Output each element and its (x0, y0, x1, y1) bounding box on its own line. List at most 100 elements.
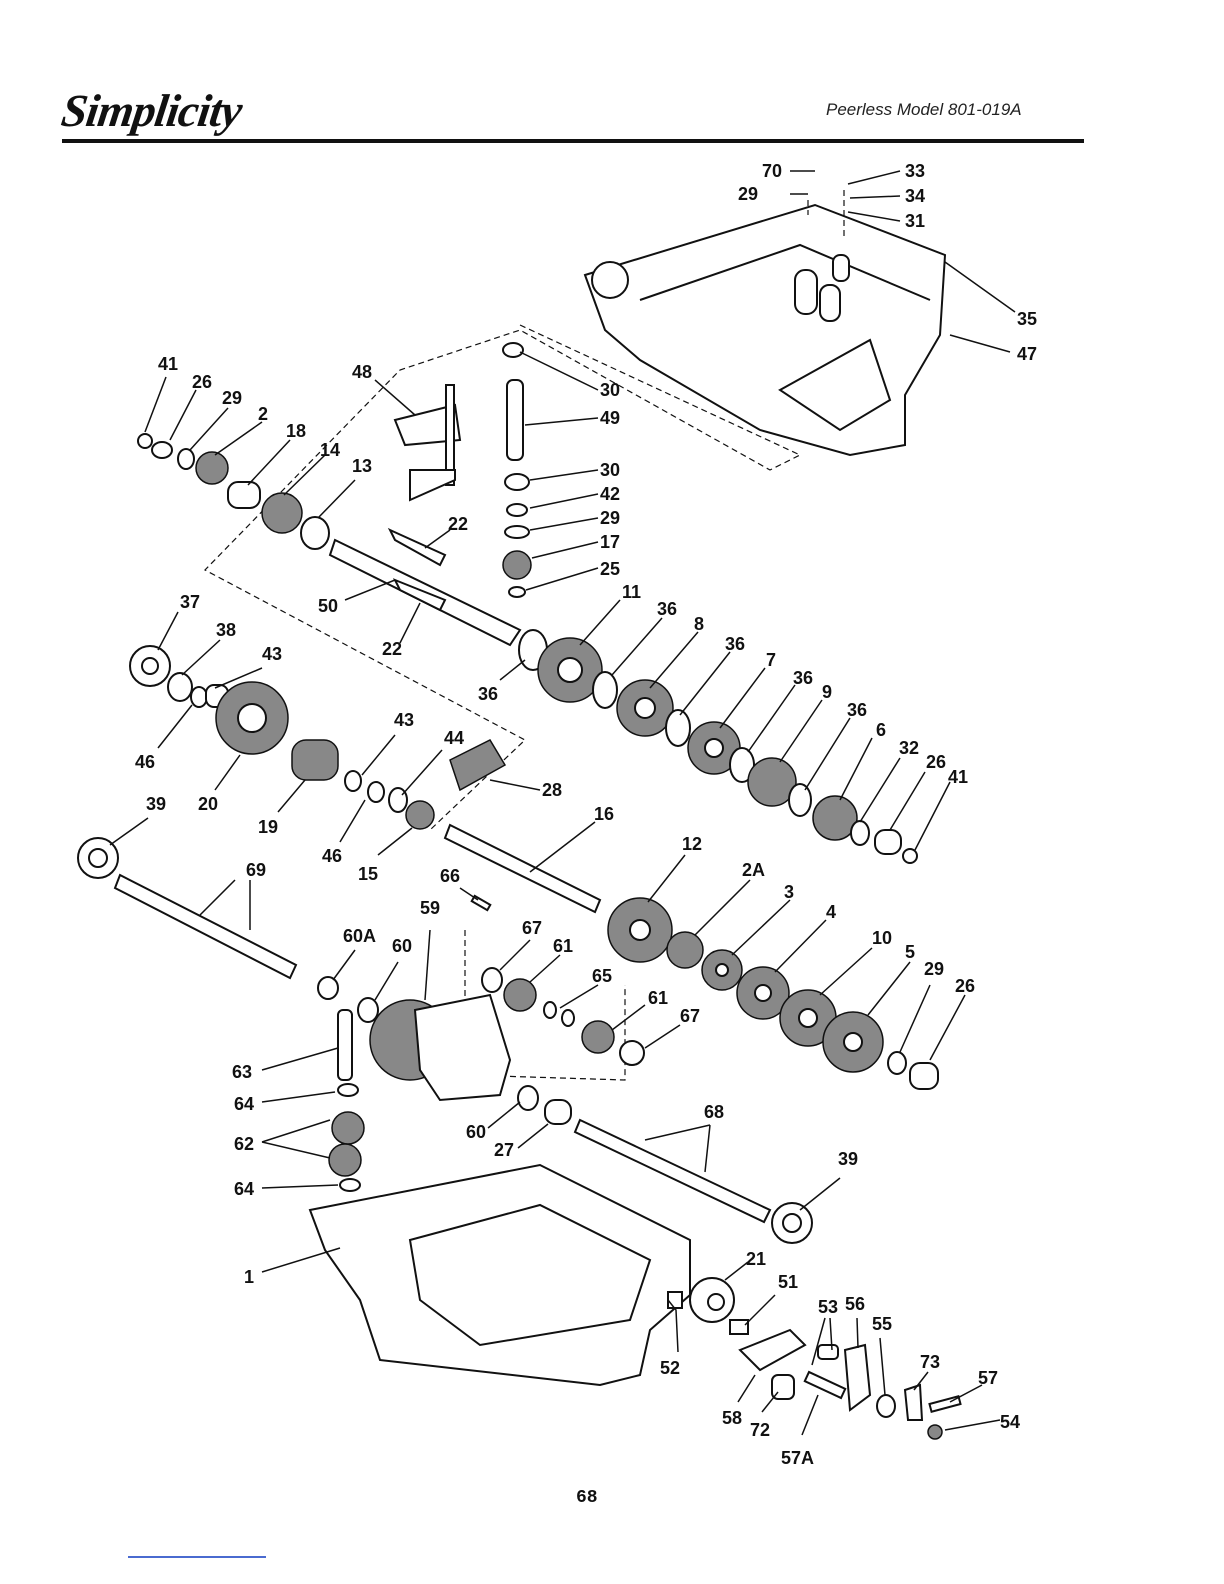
callout-2: 2 (258, 404, 268, 424)
callout-66: 66 (440, 866, 460, 886)
callout-28: 28 (542, 780, 562, 800)
callout-46: 46 (322, 846, 342, 866)
callout-12: 12 (682, 834, 702, 854)
header-rule (62, 139, 1084, 143)
gear-row-output (607, 897, 939, 1090)
callout-22: 22 (448, 514, 468, 534)
callout-25: 25 (600, 559, 620, 579)
callout-11: 11 (622, 582, 641, 602)
callout-37: 37 (180, 592, 200, 612)
callout-29: 29 (738, 184, 758, 204)
page-number: 68 (576, 1488, 598, 1508)
model-title: Peerless Model 801-019A (826, 100, 1022, 119)
callout-59: 59 (420, 898, 440, 918)
lower-housing (308, 1163, 691, 1387)
callout-31: 31 (905, 211, 925, 231)
callout-50: 50 (318, 596, 338, 616)
callout-61: 61 (648, 988, 668, 1008)
shaft-49 (506, 379, 524, 461)
callout-43: 43 (262, 644, 282, 664)
callout-2A: 2A (742, 860, 765, 880)
callout-46: 46 (135, 752, 155, 772)
callout-68: 68 (704, 1102, 724, 1122)
callout-39: 39 (146, 794, 166, 814)
callout-47: 47 (1017, 344, 1037, 364)
callout-30: 30 (600, 380, 620, 400)
callout-13: 13 (352, 456, 372, 476)
callout-58: 58 (722, 1408, 742, 1428)
callout-30: 30 (600, 460, 620, 480)
callout-36: 36 (847, 700, 867, 720)
callout-55: 55 (872, 1314, 892, 1334)
callout-34: 34 (905, 186, 925, 206)
callout-73: 73 (920, 1352, 940, 1372)
callout-6: 6 (876, 720, 886, 740)
shaft-16 (443, 823, 602, 914)
callout-29: 29 (600, 508, 620, 528)
callout-62: 62 (234, 1134, 254, 1154)
callout-18: 18 (286, 421, 306, 441)
callout-60A: 60A (343, 926, 376, 946)
callout-26: 26 (192, 372, 212, 392)
callout-52: 52 (660, 1358, 680, 1378)
callout-1: 1 (244, 1267, 254, 1287)
callout-51: 51 (778, 1272, 798, 1292)
callout-26: 26 (955, 976, 975, 996)
callout-15: 15 (358, 864, 378, 884)
callout-labels: 70 29 33 34 31 35 47 41 26 29 2 18 14 13… (135, 161, 1037, 1468)
callout-9: 9 (822, 682, 832, 702)
dashed-guide-upper (204, 324, 802, 831)
callout-41: 41 (158, 354, 178, 374)
callout-56: 56 (845, 1294, 865, 1314)
callout-43: 43 (394, 710, 414, 730)
callout-72: 72 (750, 1420, 770, 1440)
callout-57: 57 (978, 1368, 998, 1388)
leader-lines (109, 170, 1016, 1436)
differential-assembly (317, 894, 645, 1192)
callout-19: 19 (258, 817, 278, 837)
callout-22: 22 (382, 639, 402, 659)
callout-44: 44 (444, 728, 464, 748)
callout-29: 29 (222, 388, 242, 408)
callout-5: 5 (905, 942, 915, 962)
callout-61: 61 (553, 936, 573, 956)
callout-21: 21 (746, 1249, 766, 1269)
callout-49: 49 (600, 408, 620, 428)
callout-33: 33 (905, 161, 925, 181)
callout-41: 41 (948, 767, 968, 787)
callout-70: 70 (762, 161, 782, 181)
callout-69: 69 (246, 860, 266, 880)
callout-36: 36 (478, 684, 498, 704)
callout-7: 7 (766, 650, 776, 670)
callout-4: 4 (826, 902, 836, 922)
callout-38: 38 (216, 620, 236, 640)
callout-36: 36 (725, 634, 745, 654)
callout-17: 17 (600, 532, 620, 552)
gear-stack-countershaft (518, 629, 918, 864)
callout-14: 14 (320, 440, 340, 460)
callout-29: 29 (924, 959, 944, 979)
callout-16: 16 (594, 804, 614, 824)
callout-53: 53 (818, 1297, 838, 1317)
callout-54: 54 (1000, 1412, 1020, 1432)
callout-48: 48 (352, 362, 372, 382)
callout-67: 67 (522, 918, 542, 938)
callout-60: 60 (392, 936, 412, 956)
callout-63: 63 (232, 1062, 252, 1082)
callout-64: 64 (234, 1094, 254, 1114)
callout-42: 42 (600, 484, 620, 504)
callout-36: 36 (793, 668, 813, 688)
callout-27: 27 (494, 1140, 514, 1160)
upper-housing (583, 203, 947, 457)
callout-26: 26 (926, 752, 946, 772)
callout-67: 67 (680, 1006, 700, 1026)
callout-39: 39 (838, 1149, 858, 1169)
callout-57A: 57A (781, 1448, 814, 1468)
callout-8: 8 (694, 614, 704, 634)
brake-assembly (667, 1277, 962, 1440)
footer-rule (128, 1556, 266, 1558)
shift-fork-assembly (393, 384, 462, 502)
callout-3: 3 (784, 882, 794, 902)
callout-65: 65 (592, 966, 612, 986)
